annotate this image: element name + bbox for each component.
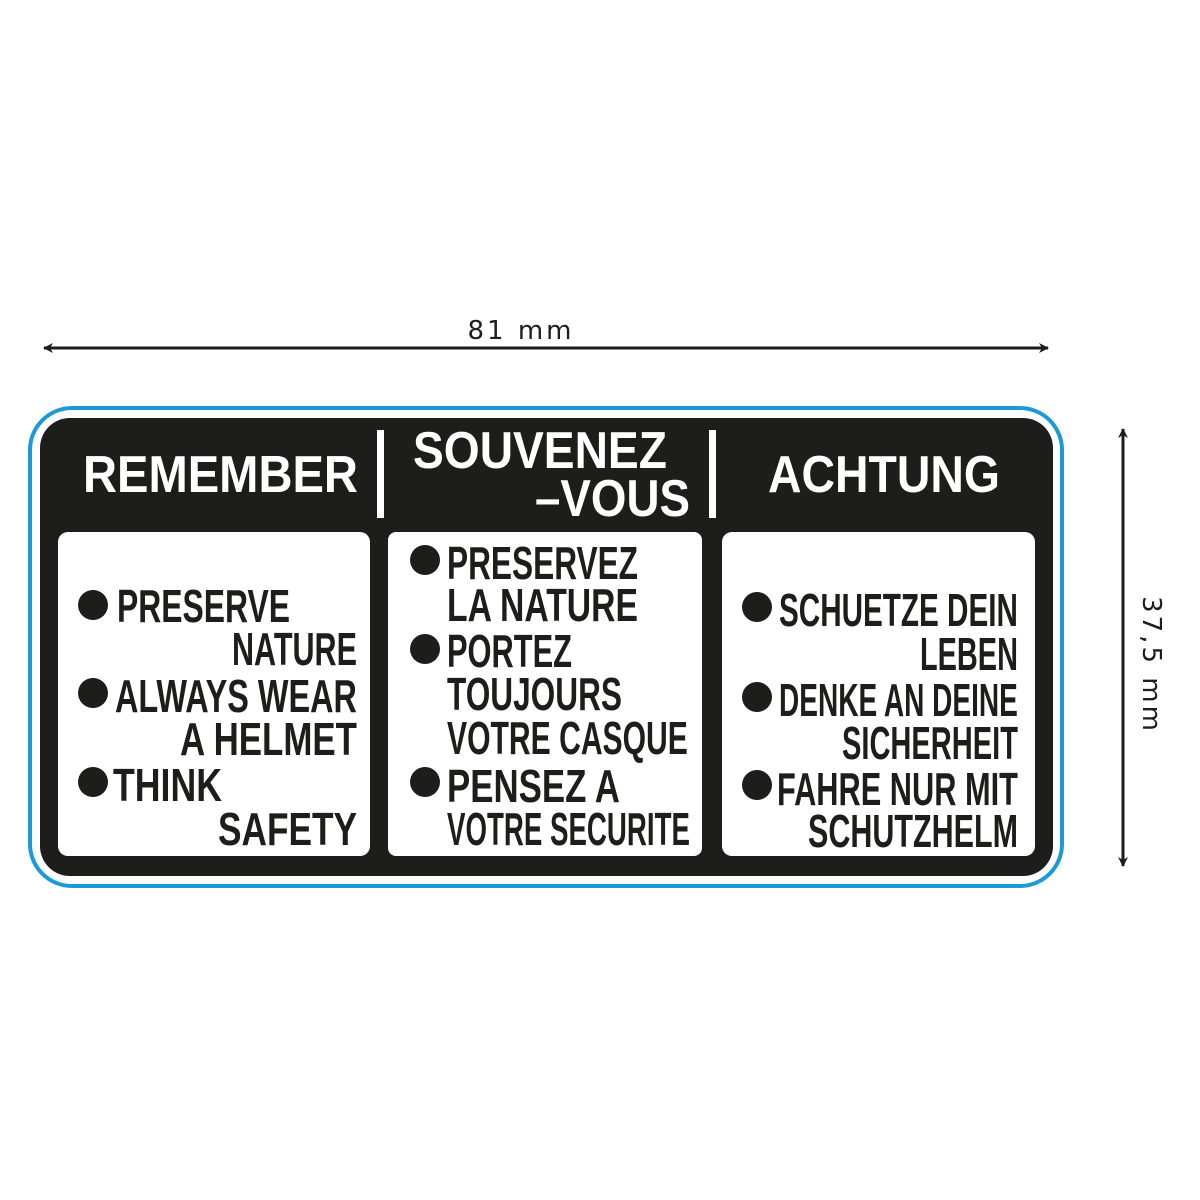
panel-french xyxy=(388,532,702,856)
bullet-icon xyxy=(742,682,772,712)
bullet-icon xyxy=(78,767,108,797)
header-souvenez: SOUVENEZ xyxy=(413,421,667,479)
panel-german xyxy=(722,532,1035,856)
text-line: LEBEN xyxy=(920,629,1018,680)
text-line: FAHRE NUR MIT xyxy=(777,765,1018,816)
bullet-icon xyxy=(410,545,440,575)
text-line: SAFETY xyxy=(218,803,357,855)
text-line: PENSEZ A xyxy=(447,760,620,812)
text-line: VOTRE SECURITE xyxy=(447,805,690,856)
header-divider xyxy=(377,430,384,518)
text-line: LA NATURE xyxy=(447,579,638,631)
bullet-icon xyxy=(742,592,772,622)
height-label: 37,5 mm xyxy=(1136,596,1166,734)
bullet-icon xyxy=(410,634,440,664)
text-line: TOUJOURS xyxy=(447,669,622,720)
text-line: A HELMET xyxy=(180,713,357,765)
text-line: DENKE AN DEINE xyxy=(779,676,1018,727)
header-vous: –VOUS xyxy=(535,470,690,527)
bullet-icon xyxy=(78,678,108,708)
text-line: NATURE xyxy=(232,625,357,676)
cut-outline xyxy=(28,406,1064,888)
text-line: SICHERHEIT xyxy=(842,718,1018,769)
header-divider xyxy=(709,430,716,518)
text-line: SCHUTZHELM xyxy=(808,807,1018,858)
text-line: SCHUETZE DEIN xyxy=(779,586,1018,637)
text-line: PRESERVE xyxy=(117,581,290,632)
text-line: VOTRE CASQUE xyxy=(447,714,688,765)
bullet-icon xyxy=(410,767,440,797)
header-achtung: ACHTUNG xyxy=(768,446,1000,504)
bullet-icon xyxy=(78,590,108,620)
width-dimension: 81 mm xyxy=(43,316,1049,353)
text-line: PORTEZ xyxy=(447,627,572,678)
bullet-icon xyxy=(742,770,772,800)
panel-english xyxy=(58,532,370,856)
height-dimension: 37,5 mm xyxy=(1118,428,1166,867)
width-label: 81 mm xyxy=(467,316,574,346)
header-remember: REMEMBER xyxy=(83,445,358,504)
text-line: PRESERVEZ xyxy=(447,538,638,589)
text-line: THINK xyxy=(113,760,222,811)
text-line: ALWAYS WEAR xyxy=(115,672,357,723)
